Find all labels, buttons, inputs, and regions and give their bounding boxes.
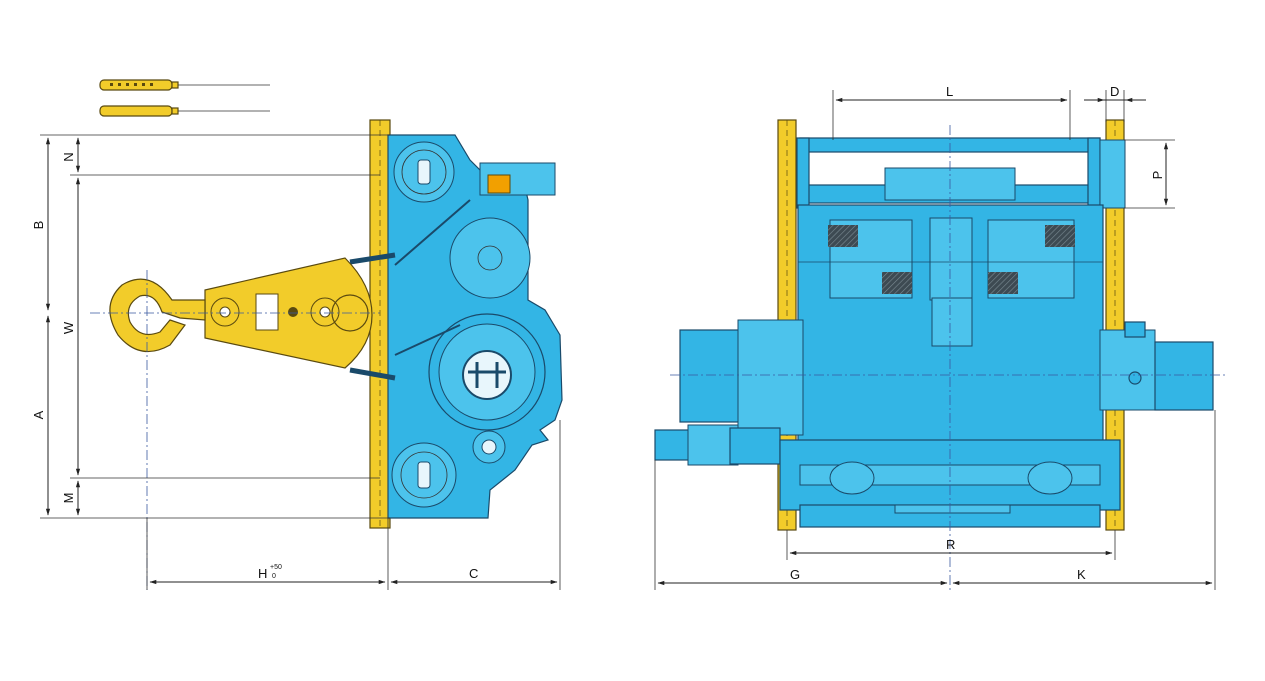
dimension-W: W xyxy=(61,177,81,476)
dimension-L: L xyxy=(835,84,1068,103)
label-G: G xyxy=(790,567,800,582)
dimension-A: A xyxy=(31,315,51,516)
dimension-B: B xyxy=(31,137,51,311)
label-A: A xyxy=(31,410,46,419)
dimension-N: N xyxy=(61,137,81,173)
label-H-tolerance-upper: +50 xyxy=(270,564,282,571)
label-K: K xyxy=(1077,567,1086,582)
side-view: N B W A M H +50 0 C xyxy=(31,79,563,590)
dimension-R: R xyxy=(789,537,1113,556)
pendant-control-icon xyxy=(99,79,270,117)
rail-left-side xyxy=(369,119,391,529)
extension-lines-front xyxy=(654,90,1216,590)
label-D: D xyxy=(1110,84,1119,99)
dimension-P: P xyxy=(1150,142,1169,206)
label-P: P xyxy=(1150,171,1165,180)
label-C: C xyxy=(469,566,478,581)
motor-left xyxy=(654,319,804,466)
label-H: H xyxy=(258,566,267,581)
dimension-K: K xyxy=(952,567,1213,586)
dimension-H: H +50 0 xyxy=(149,564,386,585)
top-frame xyxy=(796,137,1126,209)
dimension-M: M xyxy=(61,480,81,516)
label-M: M xyxy=(61,493,76,504)
front-view: L D P R G K xyxy=(654,84,1225,590)
dimension-D: D xyxy=(1084,84,1146,103)
dimension-C: C xyxy=(390,566,558,585)
label-N: N xyxy=(61,152,76,161)
label-B: B xyxy=(31,221,46,230)
label-R: R xyxy=(946,537,955,552)
extension-lines-side xyxy=(40,134,561,590)
dimension-G: G xyxy=(657,567,948,586)
label-L: L xyxy=(946,84,953,99)
label-W: W xyxy=(61,321,76,334)
label-H-tolerance-lower: 0 xyxy=(272,573,276,580)
trolley-body-front xyxy=(797,204,1104,446)
trolley-body-side xyxy=(387,134,563,519)
motor-right xyxy=(1099,321,1214,411)
hook-block xyxy=(109,252,396,381)
